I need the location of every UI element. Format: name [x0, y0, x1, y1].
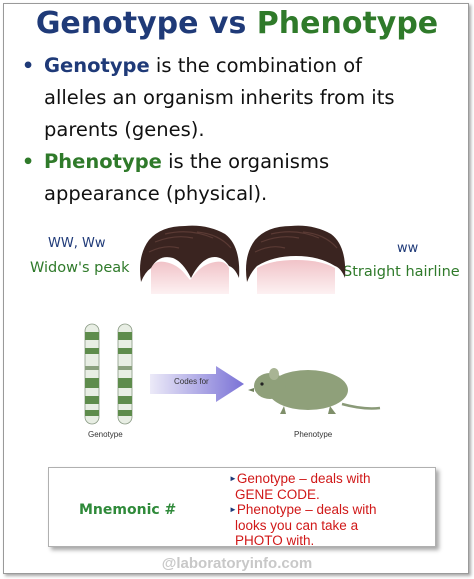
right-genotype-label: ww: [397, 241, 419, 256]
arrow-bullet-icon: ►: [229, 474, 237, 483]
title-genotype: Genotype: [35, 6, 199, 41]
left-phenotype-label: Widow's peak: [30, 260, 130, 276]
mnemonic-line: Genotype – deals with: [236, 471, 371, 486]
mouse-image: [248, 368, 381, 414]
mnemonic-line: PHOTO with.: [235, 533, 315, 548]
mnemonic-text: ►Genotype – deals with GENE CODE. ►Pheno…: [229, 471, 434, 549]
watermark: @laboratoryinfo.com: [161, 555, 313, 572]
widows-peak-hair-image: [140, 225, 240, 294]
bullet-line: alleles an organism inherits from its: [44, 86, 395, 109]
bullet-line: is the combination of: [149, 54, 363, 77]
bullet-line: appearance (physical).: [44, 182, 268, 205]
bullet-dot: •: [22, 55, 35, 77]
title-vs: vs: [198, 6, 257, 41]
right-phenotype-label: Straight hairline: [343, 264, 460, 280]
title-phenotype: Phenotype: [256, 6, 439, 41]
arrow-bullet-icon: ►: [229, 505, 237, 514]
bullet-line: is the organisms: [161, 150, 330, 173]
bullet-keyword: Genotype: [44, 54, 150, 77]
mnemonic-label: Mnemonic #: [79, 502, 177, 518]
left-genotype-label: WW, Ww: [48, 236, 106, 251]
bullet-line: parents (genes).: [44, 118, 205, 141]
page-title: Genotype vs Phenotype: [0, 6, 474, 41]
mnemonic-box: Mnemonic # ►Genotype – deals with GENE C…: [48, 467, 436, 549]
codes-for-arrow-icon: [150, 366, 244, 402]
straight-hairline-hair-image: [246, 225, 346, 294]
bullet-dot: •: [22, 151, 35, 173]
chromosome-pair-image: [84, 323, 133, 425]
mnemonic-line: looks you can take a: [235, 517, 359, 533]
bullet-phenotype: • Phenotype is the organisms appearance …: [22, 146, 462, 210]
mnemonic-line: Phenotype – deals with: [236, 502, 377, 517]
mnemonic-line: GENE CODE.: [235, 486, 320, 502]
codes-for-label: Codes for: [174, 377, 209, 386]
genotype-caption: Genotype: [88, 430, 123, 439]
phenotype-caption: Phenotype: [294, 430, 333, 439]
bullet-keyword: Phenotype: [44, 150, 162, 173]
bullet-genotype: • Genotype is the combination of alleles…: [22, 50, 462, 146]
